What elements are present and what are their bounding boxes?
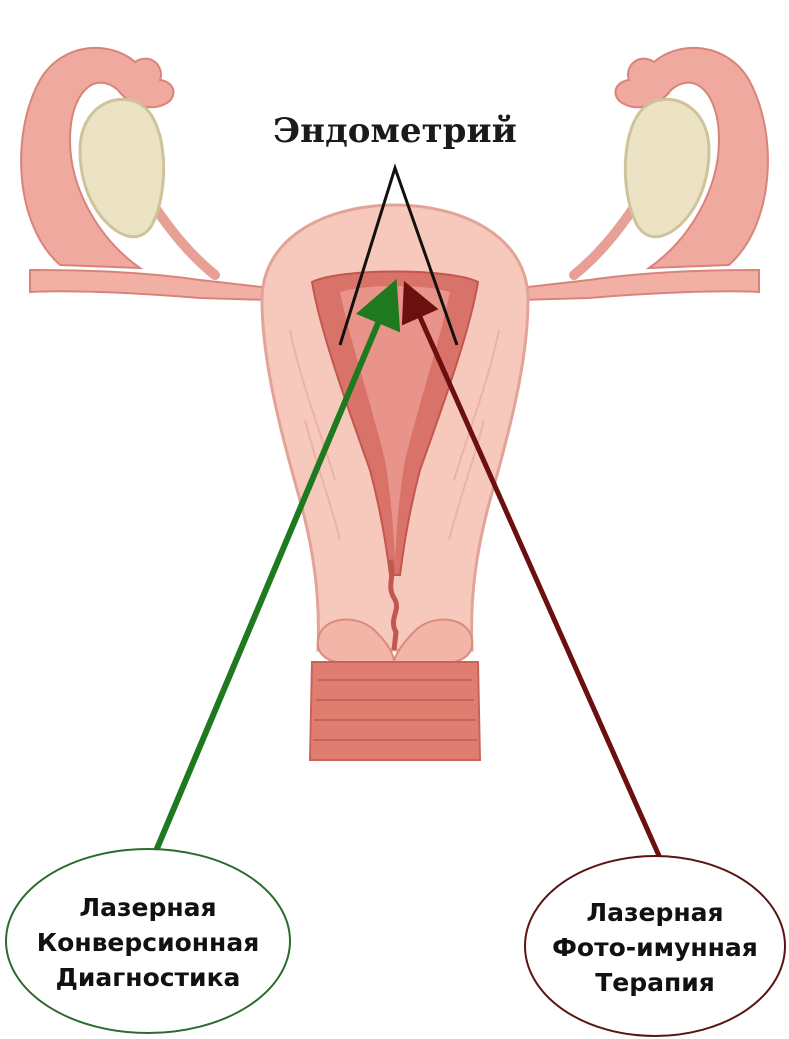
vagina bbox=[310, 662, 480, 760]
right-fallopian-tube bbox=[519, 270, 759, 300]
therapy-node[interactable]: Лазерная Фото-имунная Терапия bbox=[525, 856, 785, 1036]
diagnostics-line-1: Лазерная bbox=[79, 893, 216, 922]
diagnostics-line-2: Конверсионная bbox=[37, 928, 260, 957]
left-fallopian-tube bbox=[30, 270, 270, 300]
diagnostics-node[interactable]: Лазерная Конверсионная Диагностика bbox=[6, 849, 290, 1033]
therapy-line-1: Лазерная bbox=[586, 898, 723, 927]
diagnostics-line-3: Диагностика bbox=[56, 963, 241, 992]
endometrium-label: Эндометрий bbox=[273, 111, 517, 151]
therapy-line-3: Терапия bbox=[595, 968, 715, 997]
uterus-illustration bbox=[21, 48, 768, 760]
therapy-line-2: Фото-имунная bbox=[552, 933, 758, 962]
